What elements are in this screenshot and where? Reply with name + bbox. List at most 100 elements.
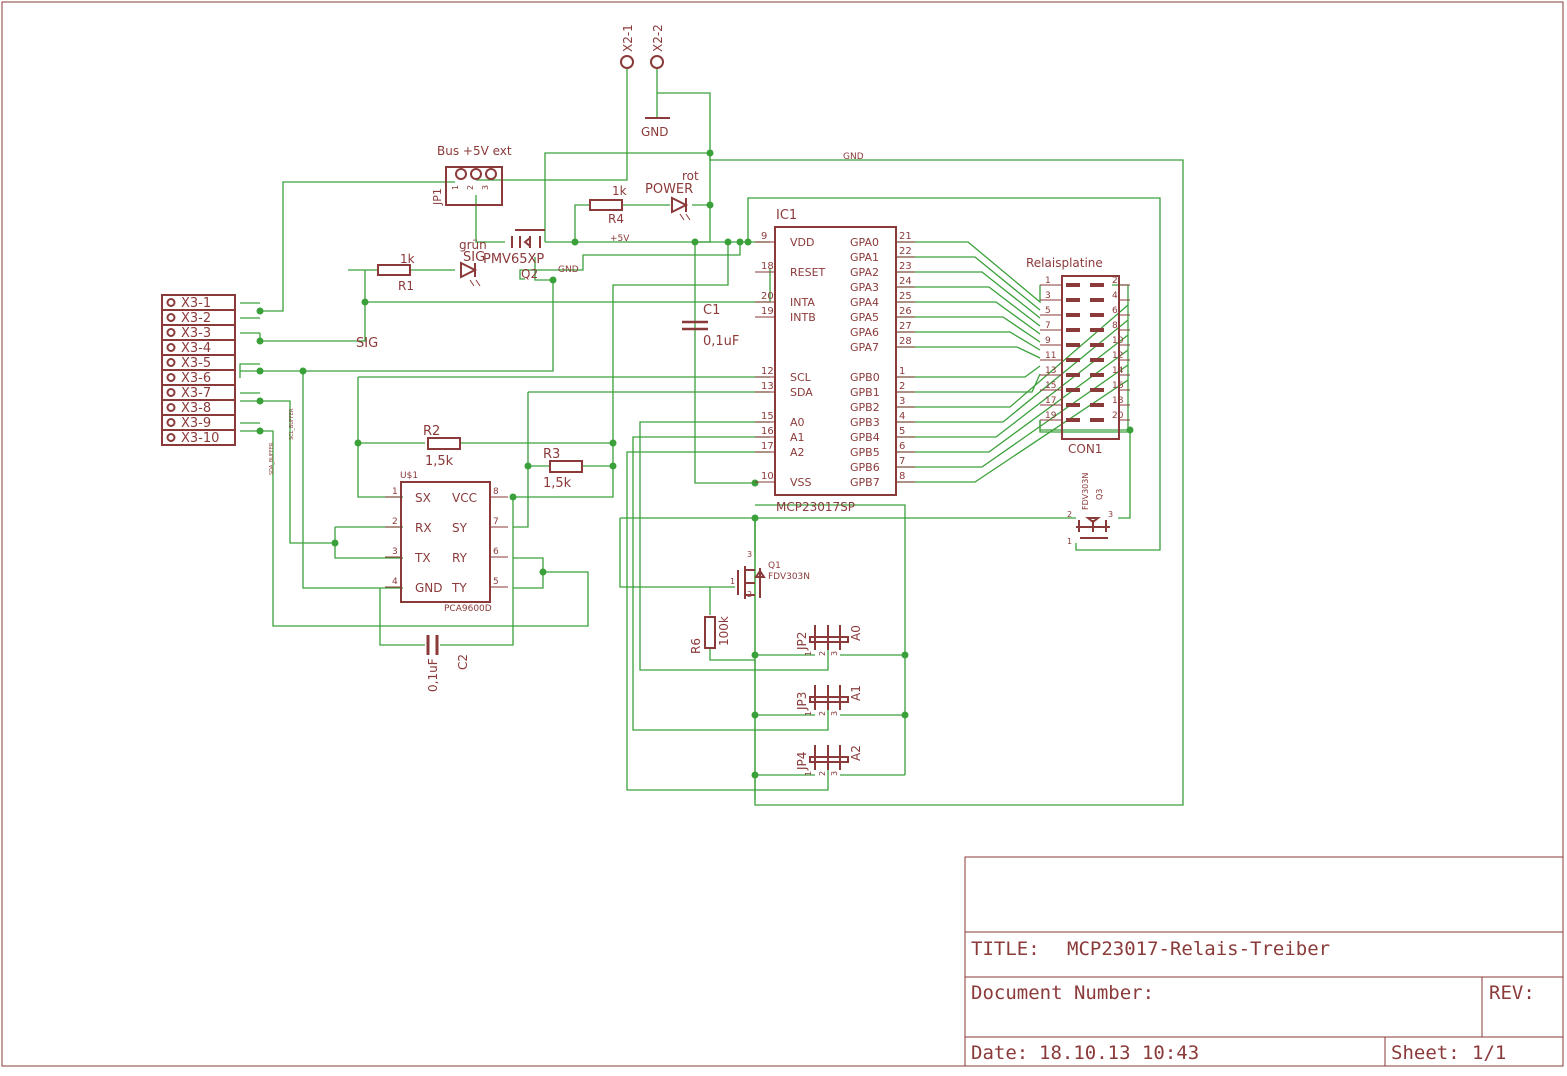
r6-value: 100k [717,616,731,646]
jp1-name: JP1 [431,188,444,206]
jp2-pin-1: 1 [804,651,813,656]
u1-value: PCA9600D [444,604,492,614]
c1-name: C1 [703,303,720,318]
con1-pin-num: 6 [1112,306,1118,316]
jp3-label: A1 [849,685,863,701]
x3-pin-terminal [166,313,176,322]
led-sig-name: SIG [463,250,485,265]
x3-pin-box [161,429,236,446]
ic1-pin-label: GPB1 [850,386,880,399]
title-label: TITLE: [971,938,1040,960]
con1-pin-pad [1090,343,1104,347]
con1-pin-pad [1066,313,1080,317]
led-sig: grün SIG [459,238,487,287]
x3-pin-terminal [166,358,176,367]
x3-pin-terminal [166,418,176,427]
ic1-pin-num: 26 [899,306,912,317]
jumper-jp2: JP2 A0 1 2 3 [795,625,863,656]
x3-pin-terminal [166,298,176,307]
resistor-r3: R3 1,5k [543,447,583,491]
con1-pin-pad [1090,388,1104,392]
r1-name: R1 [398,279,414,293]
x2-1-terminal [620,55,634,69]
r6-name: R6 [689,638,703,654]
con1-pin-pad [1090,313,1104,317]
x3-pin-terminal [166,343,176,352]
r3-name: R3 [543,447,560,462]
ic1-pin-label: GPA7 [850,341,879,354]
jp2-label: A0 [849,625,863,641]
jp4-pin-3: 3 [830,771,839,776]
q1-pin-3: 3 [747,550,752,559]
q3-pin-1: 1 [1067,537,1072,546]
u1-pin-label: TY [451,581,467,595]
ic1-pin-num: 22 [899,246,912,257]
connector-con1: Relaisplatine CON1 135791113151719246810… [1026,256,1130,456]
title-value: MCP23017-Relais-Treiber [1067,938,1330,960]
gnd-label-q2: GND [558,265,579,275]
wires [239,68,1184,806]
ic1-pin-num: 4 [899,411,905,422]
jp2-pin-2: 2 [818,651,827,656]
con1-pin-num: 11 [1045,351,1056,361]
u1-name: U$1 [400,471,418,481]
sig-net-label: SIG [356,336,378,351]
sda-buffer-label: SDA_BUFFER [269,442,275,475]
con1-pin-num: 14 [1112,366,1124,376]
ic1-pin-num: 27 [899,321,912,332]
ic1-pin-num: 8 [899,471,905,482]
gnd-symbol-label: GND [641,125,669,139]
q1-value: FDV303N [768,572,810,582]
ic1-pin-num: 2 [899,381,905,392]
con1-pin-num: 5 [1045,306,1051,316]
ic1-pin-label: GPA2 [850,266,879,279]
r3-value: 1,5k [543,476,572,491]
con1-name: CON1 [1068,442,1102,456]
ic1-pin-num: 21 [899,231,912,242]
x2-2-label: X2-2 [651,24,665,52]
ic1-pin-num: 3 [899,396,905,407]
jp4-pin-1: 1 [804,771,813,776]
u1-pin-label: TX [414,551,431,565]
ic1-pin-label: SCL [790,371,812,384]
x3-pin-label: X3-4 [181,341,211,356]
led-sig-color: grün [459,238,487,252]
u1-pin-num: 4 [392,577,398,587]
ic1-pin-num: 12 [761,366,774,377]
con1-pin-pad [1066,388,1080,392]
x3-pin-label: X3-3 [181,326,211,341]
ic1-pin-num: 25 [899,291,912,302]
jp2-name: JP2 [795,632,809,651]
jp3-pin-1: 1 [804,711,813,716]
ic1-pin-label: GPA4 [850,296,879,309]
jumper-jp3: JP3 A1 1 2 3 [795,685,863,716]
ic1-pin-label: GPB6 [850,461,880,474]
con1-pin-num: 10 [1112,336,1124,346]
con1-pin-num: 12 [1112,351,1123,361]
ic1-name: IC1 [776,208,797,223]
jp1-pin-2: 2 [466,185,475,190]
connector-x3: X3-1X3-2X3-3X3-4X3-5X3-6X3-7X3-8X3-9X3-1… [161,294,236,446]
ic1-pin-num: 7 [899,456,905,467]
jp4-name: JP4 [795,752,809,771]
ic1-pin-label: GPA3 [850,281,879,294]
ic1-pin-num: 19 [761,306,774,317]
x2-2-terminal [650,55,664,69]
u1-pin-num: 2 [392,517,398,527]
x3-pin-label: X3-8 [181,401,211,416]
ic1-pin-num: 17 [761,441,774,452]
ic1-pin-num: 10 [761,471,774,482]
con1-pin-num: 18 [1112,396,1124,406]
c2-name: C2 [456,654,470,670]
con1-pin-num: 17 [1045,396,1056,406]
ic1-pin-num: 5 [899,426,905,437]
date-value: 18.10.13 10:43 [1039,1042,1199,1064]
jp2-pin-3: 3 [830,651,839,656]
resistor-r1: 1k R1 [377,252,415,293]
ic1-pin-label: GPB2 [850,401,880,414]
con1-pin-num: 19 [1045,411,1057,421]
ic1-pin-num: 24 [899,276,912,287]
ic1-pin-label: INTB [790,311,816,324]
